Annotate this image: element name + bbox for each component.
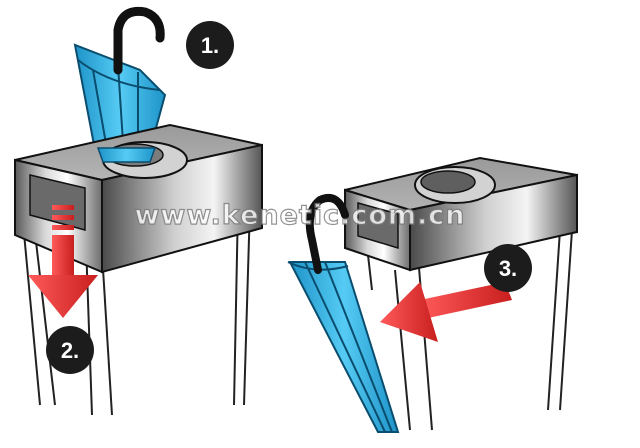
- watermark-text: www.kenetic.com.cn: [134, 200, 465, 231]
- arrow-left-icon: [380, 282, 512, 342]
- step-3-label: 3.: [499, 256, 517, 281]
- step-2-label: 2.: [61, 338, 79, 363]
- step-3-badge: 3.: [484, 244, 532, 292]
- step-2-badge: 2.: [46, 326, 94, 374]
- left-holder-block: [14, 123, 263, 274]
- right-holder-block: [344, 156, 578, 272]
- step-1-label: 1.: [201, 33, 219, 58]
- arrow-down-icon: [28, 205, 98, 318]
- right-holder-unit: [287, 156, 578, 433]
- step-1-badge: 1.: [186, 21, 234, 69]
- left-holder-unit: [14, 6, 263, 416]
- umbrella-removed: [287, 193, 400, 433]
